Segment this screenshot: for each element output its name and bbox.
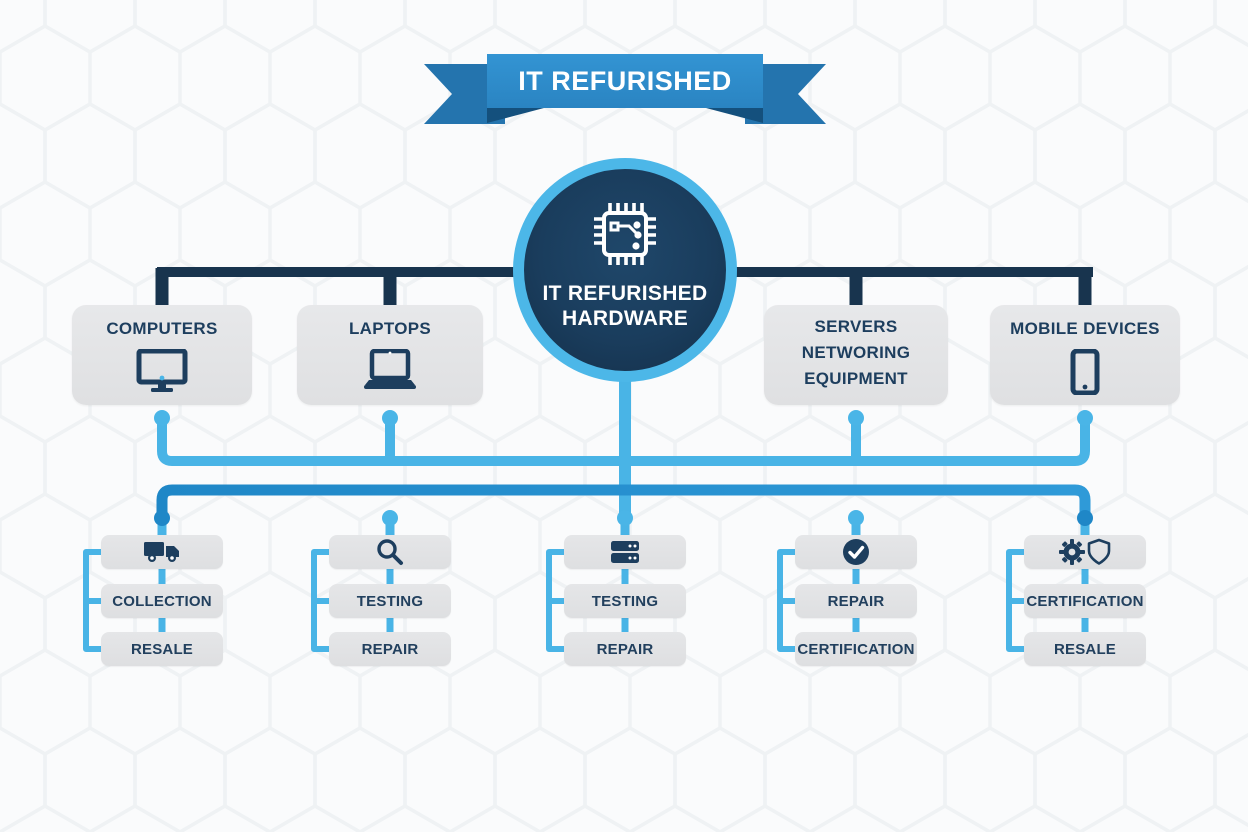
category-label-line: SERVERS: [814, 317, 898, 336]
process-step-label: TESTING: [591, 592, 659, 610]
process-step-label: RESALE: [1053, 640, 1117, 658]
process-icon-box: [564, 535, 686, 569]
process-step-box: RESALE: [1024, 632, 1146, 666]
process-step-box: CERTIFICATION: [795, 632, 917, 666]
category-servers-networking: SERVERS NETWORING EQUIPMENT: [764, 305, 948, 405]
process-step-label: REPAIR: [361, 640, 419, 658]
process-icon-box: [101, 535, 223, 569]
connector-dots: [154, 410, 1093, 526]
category-label-line: EQUIPMENT: [804, 369, 908, 388]
process-step-label: CERTIFICATION: [797, 640, 915, 658]
category-laptops: LAPTOPS: [297, 305, 483, 405]
banner-title: IT REFURISHED: [518, 65, 732, 96]
mid-connector-light: [157, 378, 1090, 536]
gear-shield-icon: [1059, 538, 1111, 566]
category-label: COMPUTERS: [106, 319, 218, 338]
hub-title-line2: HARDWARE: [561, 307, 689, 330]
process-step-label: REPAIR: [827, 592, 885, 610]
process-step-label: CERTIFICATION: [1026, 592, 1144, 610]
process-step-box: TESTING: [329, 584, 451, 618]
process-step-box: COLLECTION: [101, 584, 223, 618]
category-mobile-devices: MOBILE DEVICES: [990, 305, 1180, 405]
hub-title-line1: IT REFURISHED: [542, 282, 708, 305]
category-computers: COMPUTERS: [72, 305, 252, 405]
desktop-monitor-icon: [136, 349, 188, 393]
laptop-icon: [361, 349, 419, 391]
magnifier-icon: [376, 538, 404, 566]
process-step-label: REPAIR: [596, 640, 654, 658]
process-step-box: REPAIR: [795, 584, 917, 618]
chip-icon: [586, 195, 664, 273]
category-label: SERVERS NETWORING EQUIPMENT: [802, 314, 910, 392]
process-step-box: REPAIR: [329, 632, 451, 666]
category-label-line: NETWORING: [801, 343, 911, 362]
check-circle-icon: [842, 538, 870, 566]
process-icon-box: [795, 535, 917, 569]
gear-icon: [1059, 539, 1085, 565]
process-step-box: CERTIFICATION: [1024, 584, 1146, 618]
category-label: MOBILE DEVICES: [1010, 319, 1160, 338]
server-rack-icon: [610, 540, 640, 564]
process-step-label: RESALE: [130, 640, 194, 658]
category-label: LAPTOPS: [348, 319, 432, 338]
mid-connector-dark: [156, 484, 1091, 520]
process-icon-box: [1024, 535, 1146, 569]
process-step-box: RESALE: [101, 632, 223, 666]
process-step-label: TESTING: [356, 592, 424, 610]
process-icon-box: [329, 535, 451, 569]
shield-icon: [1087, 538, 1111, 565]
smartphone-icon: [1070, 349, 1100, 395]
delivery-truck-icon: [143, 540, 181, 564]
process-step-label: COLLECTION: [112, 592, 212, 610]
process-step-box: REPAIR: [564, 632, 686, 666]
process-step-box: TESTING: [564, 584, 686, 618]
hub-node: IT REFURISHED HARDWARE: [513, 158, 737, 382]
